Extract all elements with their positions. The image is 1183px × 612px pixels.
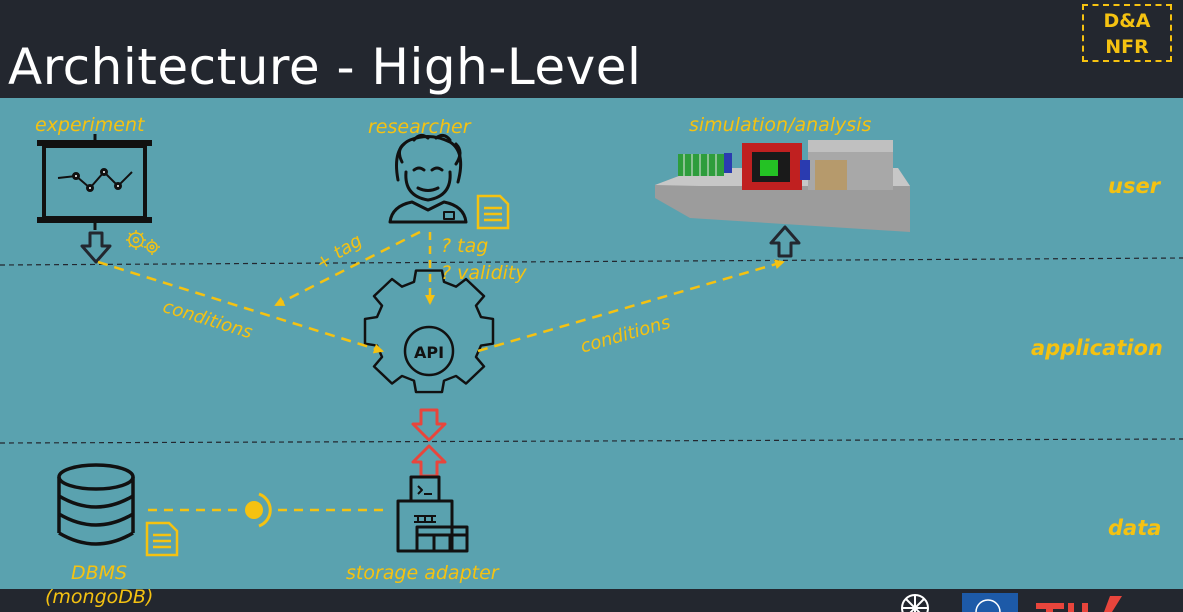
presentation-board-icon [37,134,152,230]
down-arrow-icon [80,231,112,264]
layer-separator-application-data [0,438,1183,444]
footer-logo-university-icon [1036,596,1122,612]
detector-model-image [655,140,910,232]
node-label-experiment: experiment [35,114,145,136]
flow-researcher-to-conditions [274,230,421,307]
nfr-badge: D&A NFR [1082,4,1172,62]
node-label-dbms-sub: (mongoDB) [45,586,154,608]
interface-arrows-icon [411,408,447,478]
edge-label-query-validity: ? validity [441,262,527,284]
document-icon [476,194,510,230]
footer-logo-institute-icon [962,593,1018,612]
node-label-dbms: DBMS [71,562,128,584]
page-title: Architecture - High-Level [8,38,642,96]
api-gear-icon [363,269,495,394]
document-icon-dbms [145,521,179,557]
node-label-storage-adapter: storage adapter [346,562,499,584]
layer-separator-user-application [0,257,1183,266]
node-label-simulation: simulation/analysis [689,114,872,136]
node-label-researcher: researcher [368,116,471,138]
flow-api-to-simulation [477,259,785,353]
api-label: API [414,343,444,362]
header [0,0,1183,98]
badge-line-2: NFR [1105,36,1149,58]
footer-bar [0,589,1183,612]
up-arrow-icon [769,225,801,258]
interface-ball [245,501,263,519]
badge-line-1: D&A [1103,10,1151,32]
interface-socket [258,492,272,528]
edge-label-plus-tag: + tag [312,230,366,274]
edge-label-conditions-left: conditions [160,296,255,343]
diagram-panel [0,98,1183,589]
layer-label-application: application [1031,336,1163,360]
edge-label-query-tag: ? tag [441,235,489,257]
researcher-icon [388,133,468,224]
storage-adapter-icon [396,475,469,553]
layer-label-user: user [1108,174,1161,198]
layer-label-data: data [1108,516,1162,540]
footer-logo-wheel-icon [901,594,929,612]
edge-label-conditions-right: conditions [578,312,673,358]
database-icon [57,463,135,546]
gears-icon [126,230,160,255]
